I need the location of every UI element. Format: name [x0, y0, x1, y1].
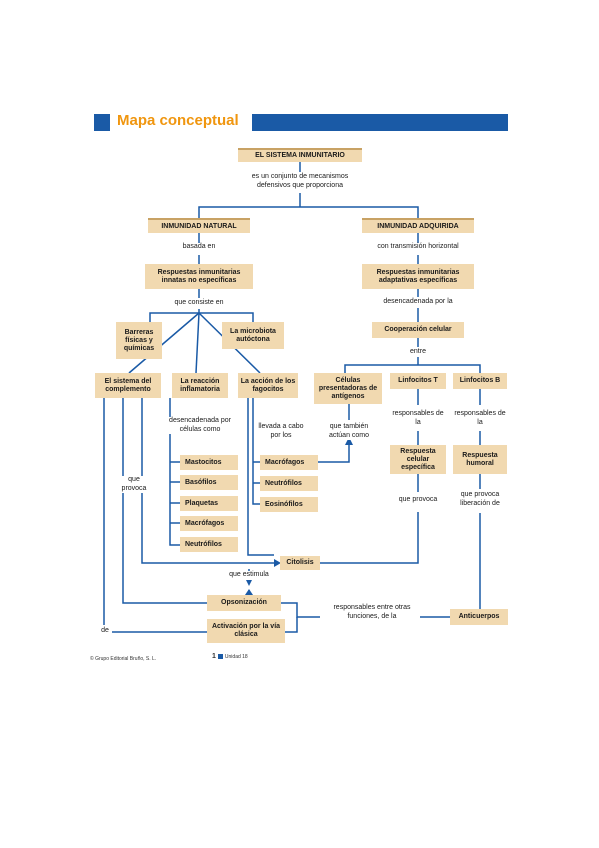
header-bar — [252, 114, 508, 131]
footer-unit: Unidad 18 — [224, 654, 248, 660]
label-con-transmision: con transmisión horizontal — [364, 243, 472, 252]
node-inmunidad-adquirida: INMUNIDAD ADQUIRIDA — [362, 218, 474, 233]
label-desencadenada-por-la: desencadenada por la — [374, 298, 462, 307]
label-desencadenada-celulas: desencadenada por células como — [169, 417, 231, 434]
node-linfocitos-b: Linfocitos B — [453, 373, 507, 389]
node-opsonizacion: Opsonización — [207, 595, 281, 611]
node-macrofagos-2: Macrófagos — [260, 455, 318, 470]
label-de: de — [98, 627, 112, 636]
label-responsables-t: responsables de la — [390, 410, 446, 427]
node-macrofagos-1: Macrófagos — [180, 516, 238, 531]
label-que-consiste: que consiste en — [167, 299, 231, 308]
label-responsables-entre: responsables entre otras funciones, de l… — [324, 604, 420, 621]
node-accion-fagocitos: La acción de los fagocitos — [238, 373, 298, 398]
footer-square-icon — [217, 654, 223, 660]
label-que-estimula: que estimula — [218, 571, 280, 580]
node-barreras: Barreras físicas y químicas — [116, 322, 162, 359]
label-es-conjunto: es un conjunto de mecanismos defensivos … — [241, 173, 359, 190]
node-anticuerpos: Anticuerpos — [450, 609, 508, 625]
footer-page: 1 Unidad 18 — [212, 653, 248, 660]
label-que-tambien: que también actúan como — [322, 423, 376, 440]
node-linfocitos-t: Linfocitos T — [390, 373, 446, 389]
label-basada-en: basada en — [176, 243, 222, 252]
node-celulas-presentadoras: Células presentadoras de antígenos — [314, 373, 382, 404]
footer-copyright: © Grupo Editorial Bruño, S. L. — [90, 656, 157, 662]
label-que-provoca-t: que provoca — [392, 496, 444, 505]
node-citolisis: Citolisis — [280, 556, 320, 570]
label-entre: entre — [404, 348, 432, 357]
node-mastocitos: Mastocitos — [180, 455, 238, 470]
node-sistema-complemento: El sistema del complemento — [95, 373, 161, 398]
header-square — [94, 114, 110, 131]
label-que-provoca-liberacion: que provoca liberación de — [450, 491, 510, 508]
page-title: Mapa conceptual — [117, 112, 239, 129]
node-basofilos: Basófilos — [180, 475, 238, 490]
label-responsables-b: responsables de la — [453, 410, 507, 427]
node-reaccion-inflamatoria: La reacción inflamatoria — [172, 373, 228, 398]
label-que-provoca-left: que provoca — [116, 476, 152, 493]
node-plaquetas: Plaquetas — [180, 496, 238, 511]
node-neutrofilos-2: Neutrófilos — [260, 476, 318, 491]
page-number: 1 — [212, 653, 216, 660]
node-microbiota: La microbiota autóctona — [222, 322, 284, 349]
node-cooperacion-celular: Cooperación celular — [372, 322, 464, 338]
node-respuesta-celular: Respuesta celular específica — [390, 445, 446, 474]
node-eosinofilos: Eosinófilos — [260, 497, 318, 512]
label-llevada-a-cabo: llevada a cabo por los — [256, 423, 306, 440]
node-sistema-inmunitario: EL SISTEMA INMUNITARIO — [238, 148, 362, 162]
node-respuestas-innatas: Respuestas inmunitarias innatas no espec… — [145, 264, 253, 289]
node-respuesta-humoral: Respuesta humoral — [453, 445, 507, 474]
node-inmunidad-natural: INMUNIDAD NATURAL — [148, 218, 250, 233]
node-neutrofilos-1: Neutrófilos — [180, 537, 238, 552]
node-activacion-via-clasica: Activación por la vía clásica — [207, 619, 285, 643]
node-respuestas-adaptativas: Respuestas inmunitarias adaptativas espe… — [362, 264, 474, 289]
